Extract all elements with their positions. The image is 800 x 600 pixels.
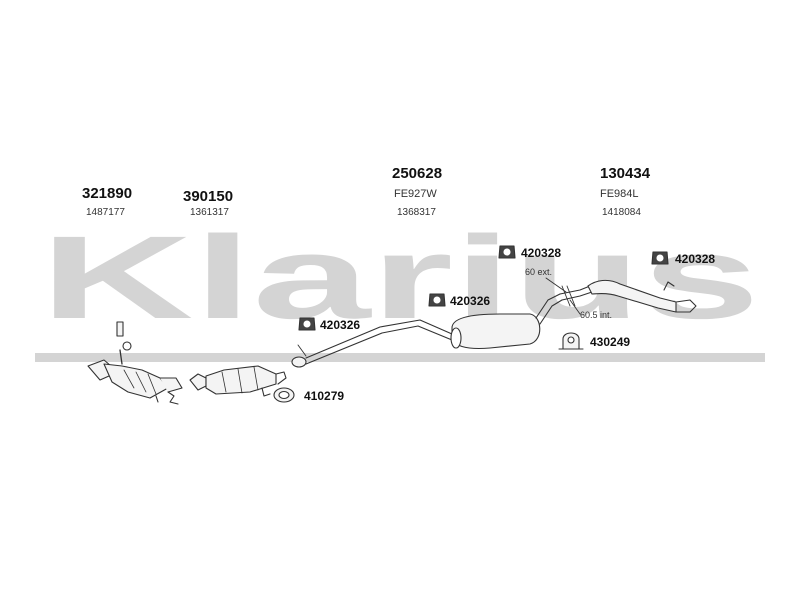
section-4-code: FE984L xyxy=(600,188,639,200)
section-2-number: 390150 xyxy=(183,188,234,205)
dimension-note-int: 60.5 int. xyxy=(580,310,613,320)
rubber-hanger-icon xyxy=(651,251,669,265)
section-1-number: 321890 xyxy=(82,185,133,202)
dimension-note-ext: 60 ext. xyxy=(525,267,553,277)
section-3-number: 250628 xyxy=(392,165,443,182)
rubber-hanger-icon xyxy=(498,245,516,259)
part-label-410279: 410279 xyxy=(304,389,345,403)
part-label-420328-b: 420328 xyxy=(675,252,716,266)
rubber-hanger-icon xyxy=(428,293,446,307)
front-pipe-catalyst-drawing xyxy=(87,321,183,405)
section-1-ref: 1487177 xyxy=(86,207,125,218)
watermark-underline xyxy=(35,353,765,362)
section-4-number: 130434 xyxy=(600,165,651,182)
catalyst-drawing xyxy=(189,365,287,397)
part-label-430249: 430249 xyxy=(590,335,631,349)
section-3-code: FE927W xyxy=(394,188,437,200)
watermark-text: Klarius xyxy=(40,212,760,344)
pipe-joint-marker xyxy=(545,277,581,315)
part-label-420326-b: 420326 xyxy=(320,318,361,332)
section-3-ref: 1368317 xyxy=(397,207,436,218)
section-4-ref: 1418084 xyxy=(602,207,641,218)
part-label-420328-a: 420328 xyxy=(521,246,562,260)
pipe-clamp-icon xyxy=(558,332,584,350)
part-label-420326-a: 420326 xyxy=(450,294,491,308)
intermediate-pipe-silencer-drawing xyxy=(291,293,563,368)
gasket-ring-icon xyxy=(273,387,295,403)
section-2-ref: 1361317 xyxy=(190,207,229,218)
rubber-hanger-icon xyxy=(298,317,316,331)
tail-pipe-silencer-drawing xyxy=(559,279,697,313)
